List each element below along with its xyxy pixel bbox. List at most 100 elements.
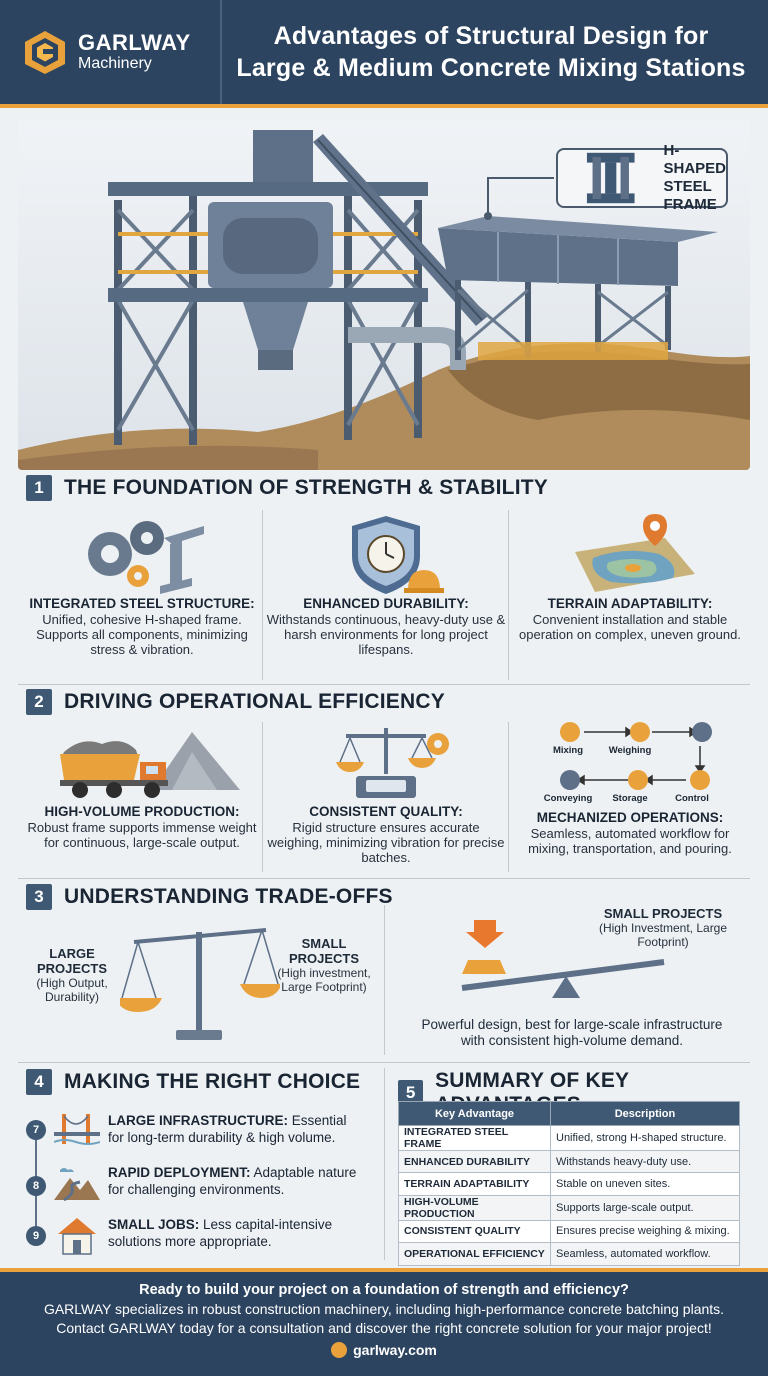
card-durability: ENHANCED DURABILITY: Withstands continuo… — [266, 512, 506, 657]
section-4-header: 4 MAKING THE RIGHT CHOICE — [26, 1069, 360, 1095]
page-title: Advantages of Structural Design for Larg… — [222, 20, 768, 84]
footer: Ready to build your project on a foundat… — [0, 1268, 768, 1376]
hero-illustration: H-SHAPED STEEL FRAME — [18, 120, 750, 470]
mixing-plant-illustration — [18, 120, 750, 470]
divider — [18, 1062, 750, 1063]
divider — [508, 510, 509, 680]
card-body: Rigid structure ensures accurate weighin… — [267, 820, 505, 865]
section-2-header: 2 DRIVING OPERATIONAL EFFICIENCY — [26, 689, 445, 715]
header: GARLWAY Machinery Advantages of Structur… — [0, 0, 768, 108]
section-4-title: MAKING THE RIGHT CHOICE — [64, 1070, 361, 1093]
shield-clock-icon — [352, 516, 444, 594]
dump-truck-icon — [60, 732, 240, 798]
mountain-road-icon — [54, 1168, 100, 1202]
table-cell: Ensures precise weighing & mixing. — [550, 1219, 740, 1244]
divider — [18, 878, 750, 879]
footer-line-3: Contact GARLWAY today for a consultation… — [56, 1320, 712, 1336]
card-body: Unified, cohesive H-shaped frame. Suppor… — [36, 612, 248, 657]
section-3-header: 3 UNDERSTANDING TRADE-OFFS — [26, 884, 393, 910]
card-terrain: TERRAIN ADAPTABILITY: Convenient install… — [512, 512, 748, 642]
tradeoff-scale-icon — [120, 928, 280, 1040]
table-cell: Withstands heavy-duty use. — [550, 1149, 740, 1174]
large-projects-sub: (High Output, Durability) — [36, 976, 108, 1004]
choice-text: SMALL JOBS: Less capital-intensive solut… — [108, 1216, 358, 1250]
card-title: CONSISTENT QUALITY: — [309, 804, 463, 819]
section-1-header: 1 THE FOUNDATION OF STRENGTH & STABILITY — [26, 475, 548, 501]
divider — [384, 905, 385, 1055]
title-line-1: Advantages of Structural Design for — [273, 22, 709, 50]
footer-line-2: GARLWAY specializes in robust constructi… — [43, 1301, 725, 1317]
balance-scale-icon — [336, 728, 449, 798]
footer-link-text[interactable]: garlway.com — [353, 1342, 437, 1358]
divider — [18, 684, 750, 685]
seesaw-icon — [461, 920, 665, 998]
section-1-title: THE FOUNDATION OF STRENGTH & STABILITY — [64, 476, 548, 499]
large-projects-title: LARGE PROJECTS — [36, 946, 108, 976]
choice-badge: 8 — [26, 1176, 46, 1196]
choice-large-infrastructure: 7 LARGE INFRASTRUCTURE: Essential for lo… — [26, 1112, 358, 1146]
h-frame-callout: H-SHAPED STEEL FRAME — [556, 142, 728, 213]
section-3-number: 3 — [26, 884, 52, 910]
card-title: HIGH-VOLUME PRODUCTION: — [44, 804, 240, 819]
choice-small-jobs: 9 SMALL JOBS: Less capital-intensive sol… — [26, 1216, 358, 1255]
seesaw-label: SMALL PROJECTS (High Investment, Large F… — [596, 906, 730, 949]
choice-lead: LARGE INFRASTRUCTURE: — [108, 1113, 288, 1128]
card-body: Robust frame supports immense weight for… — [27, 820, 257, 850]
table-cell: CONSISTENT QUALITY — [398, 1219, 551, 1244]
footer-link[interactable]: garlway.com — [331, 1342, 437, 1358]
table-header: Key Advantage — [398, 1101, 551, 1126]
flow-label-mixing: Mixing — [552, 745, 584, 756]
brand-sub: Machinery — [78, 55, 152, 72]
callout-line-1: H-SHAPED — [663, 142, 726, 177]
table-cell: ENHANCED DURABILITY — [398, 1149, 551, 1174]
flow-label-weighing: Weighing — [608, 745, 652, 756]
brand[interactable]: GARLWAY Machinery — [0, 0, 222, 104]
seesaw-title: SMALL PROJECTS — [603, 906, 723, 921]
card-title: ENHANCED DURABILITY: — [303, 596, 469, 611]
card-title: MECHANIZED OPERATIONS: — [536, 810, 724, 825]
card-high-volume: HIGH-VOLUME PRODUCTION: Robust frame sup… — [24, 722, 260, 850]
table-cell: Unified, strong H-shaped structure. — [550, 1125, 740, 1151]
section-2-number: 2 — [26, 689, 52, 715]
globe-icon — [331, 1342, 348, 1358]
card-consistent-quality: CONSISTENT QUALITY: Rigid structure ensu… — [266, 722, 506, 865]
choice-desc: Adaptable nature for challenging environ… — [108, 1165, 357, 1197]
card-title: TERRAIN ADAPTABILITY: — [547, 596, 713, 611]
workflow-icon — [560, 722, 712, 790]
section-4-number: 4 — [26, 1069, 52, 1095]
table-cell: HIGH-VOLUME PRODUCTION — [398, 1194, 551, 1221]
choice-lead: RAPID DEPLOYMENT: — [108, 1165, 251, 1180]
table-cell: Stable on uneven sites. — [550, 1172, 740, 1196]
small-projects-sub: (High investment, Large Footprint) — [277, 966, 371, 994]
garlway-logo-icon — [25, 31, 65, 74]
table-header: Description — [550, 1101, 740, 1126]
flow-label-conveying: Conveying — [543, 793, 593, 804]
divider — [262, 510, 263, 680]
choice-badge: 7 — [26, 1120, 46, 1140]
table-cell: OPERATIONAL EFFICIENCY — [398, 1242, 551, 1266]
choice-badge: 9 — [26, 1226, 46, 1246]
gears-beam-icon — [88, 521, 204, 594]
divider — [262, 722, 263, 872]
tradeoff-note: Powerful design, best for large-scale in… — [421, 1017, 723, 1048]
flow-label-control: Control — [675, 793, 709, 804]
small-projects-label: SMALL PROJECTS (High investment, Large F… — [266, 936, 382, 994]
choice-text: RAPID DEPLOYMENT: Adaptable nature for c… — [108, 1164, 358, 1198]
brand-name: GARLWAY — [78, 30, 191, 55]
terrain-map-icon — [575, 514, 695, 592]
house-icon — [58, 1218, 96, 1255]
card-body: Convenient installation and stable opera… — [519, 612, 741, 642]
card-integrated-steel: INTEGRATED STEEL STRUCTURE: Unified, coh… — [24, 512, 260, 657]
h-beam-icon — [586, 152, 635, 204]
flow-label-storage: Storage — [612, 793, 648, 804]
choice-rapid-deployment: 8 RAPID DEPLOYMENT: Adaptable nature for… — [26, 1164, 358, 1202]
table-cell: TERRAIN ADAPTABILITY — [398, 1172, 551, 1196]
section-3-title: UNDERSTANDING TRADE-OFFS — [64, 885, 393, 908]
choice-lead: SMALL JOBS: — [108, 1217, 200, 1232]
card-body: Withstands continuous, heavy-duty use & … — [266, 612, 506, 657]
